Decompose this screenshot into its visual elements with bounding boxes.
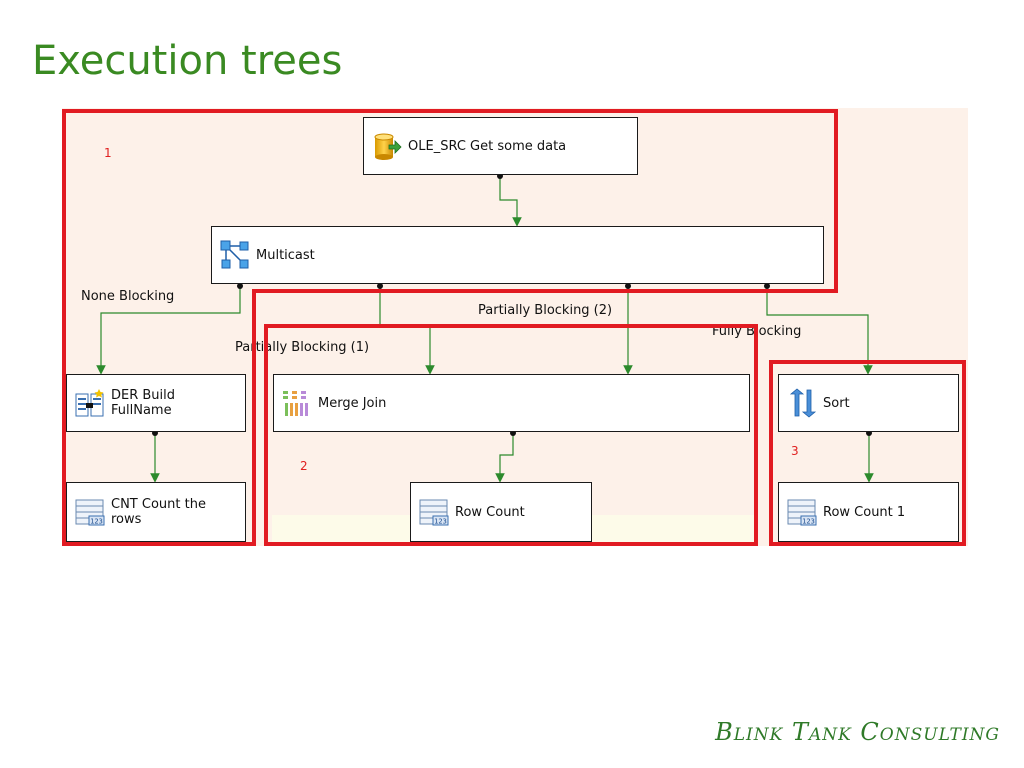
slide-title: Execution trees [32, 38, 343, 84]
node-merge-join[interactable]: Merge Join [273, 374, 750, 432]
node-ole-src[interactable]: OLE_SRC Get some data [363, 117, 638, 175]
row-count-icon: 123 [75, 499, 105, 526]
node-row-count[interactable]: 123 Row Count [410, 482, 592, 542]
svg-text:123: 123 [802, 518, 815, 526]
svg-text:123: 123 [434, 518, 447, 526]
node-label: OLE_SRC Get some data [408, 138, 567, 154]
node-label: Merge Join [318, 395, 387, 411]
node-label: Row Count [455, 504, 525, 520]
row-count-icon: 123 [787, 499, 817, 526]
label-partially-blocking-1: Partially Blocking (1) [235, 340, 370, 355]
node-label: Row Count 1 [823, 504, 906, 520]
node-label: Sort [823, 395, 850, 411]
node-label: DER Build FullName [111, 388, 176, 418]
multicast-icon [220, 240, 249, 269]
database-icon [374, 133, 402, 160]
group-number-3: 3 [791, 444, 799, 458]
node-der-build-fullname[interactable]: DER Build FullName [66, 374, 246, 432]
merge-join-icon [283, 391, 308, 416]
node-multicast[interactable]: Multicast [211, 226, 824, 284]
sort-icon [789, 388, 817, 418]
row-count-icon: 123 [419, 499, 449, 526]
label-partially-blocking-2: Partially Blocking (2) [478, 303, 613, 318]
node-sort[interactable]: Sort [778, 374, 959, 432]
brand-logo: Blink Tank Consulting [715, 718, 1000, 746]
label-none-blocking: None Blocking [81, 289, 175, 304]
node-label: Multicast [256, 247, 315, 263]
node-row-count-1[interactable]: 123 Row Count 1 [778, 482, 959, 542]
node-cnt-count-rows[interactable]: 123 CNT Count the rows [66, 482, 246, 542]
group-number-2: 2 [300, 459, 308, 473]
label-fully-blocking: Fully Blocking [712, 324, 802, 339]
svg-text:123: 123 [90, 518, 103, 526]
derived-column-icon [75, 389, 104, 417]
node-label: CNT Count the rows [111, 497, 206, 527]
group-number-1: 1 [104, 146, 112, 160]
